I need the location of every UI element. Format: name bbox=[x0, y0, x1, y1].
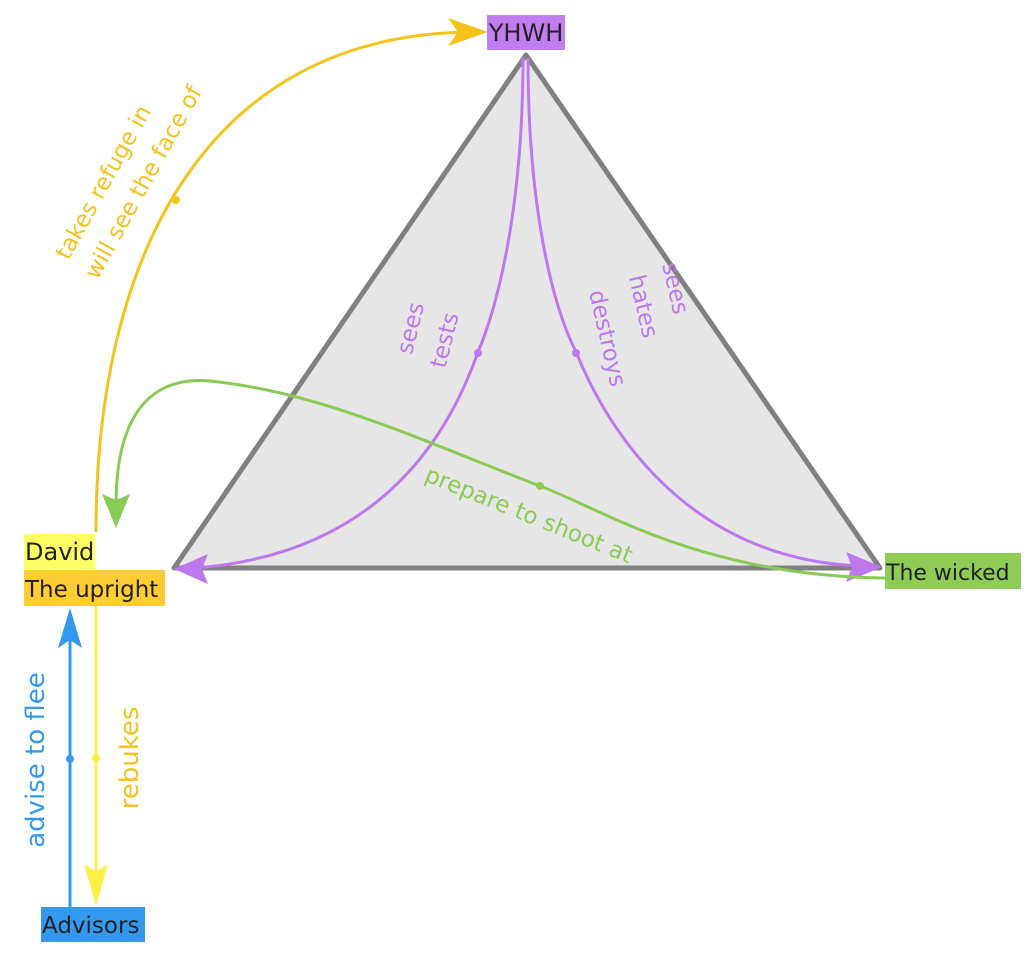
edge-upright-advisors-midpoint bbox=[92, 754, 100, 762]
edge-yhwh-wicked-line bbox=[526, 57, 861, 568]
edge-upright-advisors-label: rebukes bbox=[115, 707, 145, 810]
node-advisors-label: Advisors bbox=[42, 913, 139, 939]
edge-advisors-upright-label: advise to flee bbox=[21, 672, 51, 848]
node-advisors-box bbox=[41, 907, 145, 942]
edge-refuge-midpoint bbox=[172, 196, 180, 204]
node-david-box bbox=[24, 534, 95, 569]
edge-yhwh-wicked-midpoint bbox=[572, 349, 580, 357]
edge-wicked-upright-line bbox=[114, 379, 886, 580]
node-upright-box bbox=[24, 570, 165, 606]
edge-wicked-upright-arrowhead bbox=[102, 494, 130, 528]
node-yhwh-label: YHWH bbox=[488, 19, 563, 47]
node-david-label: David bbox=[25, 538, 94, 566]
edge-advisors-upright-midpoint bbox=[66, 755, 74, 763]
edge-wicked-upright-midpoint bbox=[536, 482, 544, 490]
edge-yhwh-upright-midpoint bbox=[474, 349, 482, 357]
node-wicked: The wicked bbox=[885, 553, 1021, 589]
node-yhwh: YHWH bbox=[487, 15, 565, 50]
node-advisors: Advisors bbox=[41, 907, 145, 942]
node-upright: The upright bbox=[24, 570, 165, 606]
edge-upright-advisors-arrowhead bbox=[84, 864, 108, 906]
triangle bbox=[171, 52, 883, 571]
node-yhwh-box bbox=[487, 15, 565, 50]
node-david: David bbox=[24, 534, 95, 569]
edge-upright-advisors: rebukes bbox=[84, 606, 145, 906]
edge-refuge-line bbox=[94, 30, 471, 533]
edge-advisors-upright-arrowhead bbox=[58, 608, 82, 648]
edge-refuge-arrowhead bbox=[448, 18, 488, 46]
node-wicked-label: The wicked bbox=[885, 561, 1010, 586]
edge-yhwh-upright-arrowhead bbox=[174, 554, 208, 584]
edge-yhwh-upright-line bbox=[195, 57, 525, 570]
edge-advisors-upright: advise to flee bbox=[21, 608, 82, 908]
node-wicked-box bbox=[885, 553, 1021, 589]
node-upright-label: The upright bbox=[24, 577, 158, 603]
edge-yhwh-wicked-arrowhead bbox=[846, 552, 882, 582]
